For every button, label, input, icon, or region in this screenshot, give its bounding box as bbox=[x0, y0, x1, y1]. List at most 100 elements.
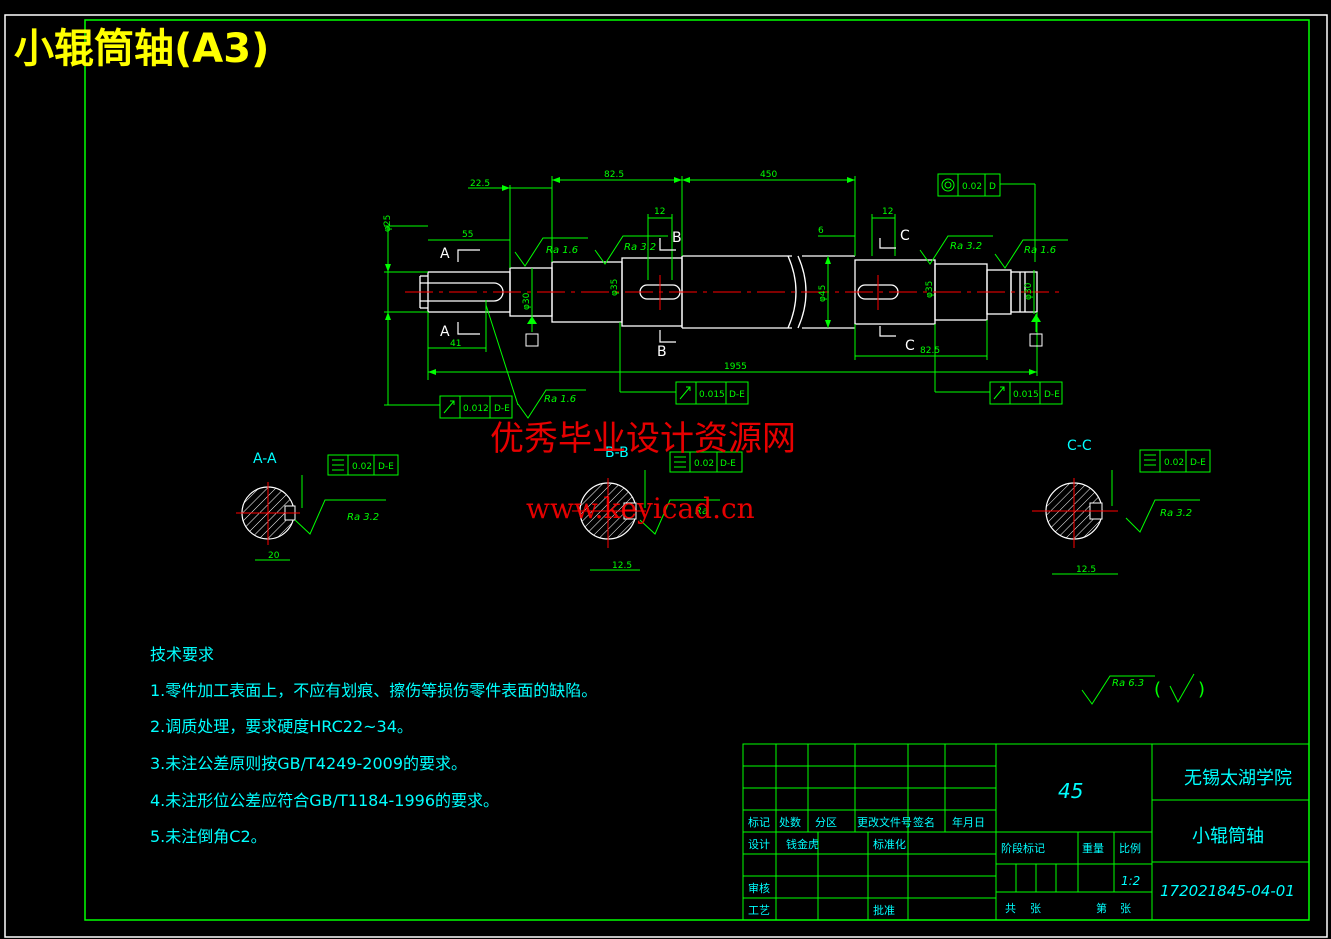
school-name: 无锡太湖学院 bbox=[1184, 768, 1292, 789]
svg-text:12: 12 bbox=[882, 207, 893, 217]
svg-text:12.5: 12.5 bbox=[612, 561, 632, 571]
svg-text:12.5: 12.5 bbox=[1076, 565, 1096, 575]
svg-text:φ30: φ30 bbox=[1024, 282, 1034, 300]
svg-text:签名: 签名 bbox=[913, 815, 935, 829]
svg-text:标记: 标记 bbox=[748, 815, 770, 829]
general-roughness-paren-open: ( bbox=[1154, 679, 1161, 700]
svg-text:B: B bbox=[657, 344, 667, 360]
section-letters: A A B B C C bbox=[440, 228, 915, 360]
tolerance-frames bbox=[439, 173, 1063, 419]
inner-border bbox=[84, 19, 1310, 921]
svg-text:Ra 3.2: Ra 3.2 bbox=[1160, 508, 1192, 519]
roughness-symbols bbox=[514, 235, 1195, 705]
svg-text:0.012: 0.012 bbox=[463, 404, 489, 414]
svg-text:D-E: D-E bbox=[1190, 458, 1206, 468]
svg-text:张: 张 bbox=[1030, 902, 1041, 915]
drawing-number: 172021845-04-01 bbox=[1160, 882, 1295, 900]
svg-text:钱金虎: 钱金虎 bbox=[786, 837, 819, 851]
svg-text:D-E: D-E bbox=[1044, 390, 1060, 400]
svg-text:55: 55 bbox=[462, 230, 473, 240]
title-block bbox=[742, 743, 1310, 921]
svg-text:φ35: φ35 bbox=[925, 281, 935, 298]
svg-text:D-E: D-E bbox=[378, 462, 394, 472]
section-roughness-texts: Ra 3.2 Ra Ra 3.2 bbox=[347, 506, 1192, 523]
dimension-lines bbox=[384, 176, 1038, 406]
svg-text:0.02: 0.02 bbox=[694, 459, 714, 469]
title-block-labels: 标记 处数 分区 更改文件号 签名 年月日 设计 钱金虎 标准化 审核 工艺 批… bbox=[748, 815, 1141, 917]
svg-text:22.5: 22.5 bbox=[470, 179, 490, 189]
svg-text:C-C: C-C bbox=[1067, 438, 1092, 454]
svg-text:φ30: φ30 bbox=[522, 292, 532, 310]
section-B bbox=[572, 451, 743, 571]
svg-text:Ra 1.6: Ra 1.6 bbox=[544, 394, 576, 405]
svg-text:D-E: D-E bbox=[720, 459, 736, 469]
part-name: 小辊筒轴 bbox=[1192, 826, 1264, 847]
dimension-arrows bbox=[385, 177, 1041, 375]
svg-text:6: 6 bbox=[818, 226, 824, 236]
svg-text:20: 20 bbox=[268, 551, 280, 561]
svg-text:A-A: A-A bbox=[253, 451, 277, 467]
svg-text:C: C bbox=[900, 228, 910, 244]
svg-text:Ra 6.3: Ra 6.3 bbox=[1112, 678, 1144, 689]
requirement-item: 5.未注倒角C2。 bbox=[150, 827, 267, 846]
datum-D-box bbox=[525, 333, 539, 347]
section-texts: A-A B-B C-C bbox=[253, 438, 1092, 467]
svg-text:重量: 重量 bbox=[1082, 841, 1104, 855]
svg-text:82.5: 82.5 bbox=[604, 170, 624, 180]
svg-text:Ra 3.2: Ra 3.2 bbox=[950, 241, 982, 252]
svg-text:0.015: 0.015 bbox=[1013, 390, 1039, 400]
svg-text:φ35: φ35 bbox=[610, 279, 620, 296]
datum-E-box bbox=[1029, 333, 1043, 347]
svg-text:更改文件号: 更改文件号 bbox=[857, 815, 912, 829]
svg-text:82.5: 82.5 bbox=[920, 346, 940, 356]
drawing-title: 小辊筒轴(A3) bbox=[14, 26, 269, 72]
requirement-item: 4.未注形位公差应符合GB/T1184-1996的要求。 bbox=[150, 791, 499, 810]
svg-text:φ45: φ45 bbox=[818, 285, 828, 302]
requirement-item: 1.零件加工表面上，不应有划痕、擦伤等损伤零件表面的缺陷。 bbox=[150, 681, 597, 700]
svg-text:共: 共 bbox=[1005, 902, 1016, 915]
svg-text:12: 12 bbox=[654, 207, 665, 217]
svg-text:阶段标记: 阶段标记 bbox=[1001, 841, 1045, 855]
svg-text:处数: 处数 bbox=[779, 816, 801, 829]
svg-text:0.02: 0.02 bbox=[1164, 458, 1184, 468]
svg-text:0.015: 0.015 bbox=[699, 390, 725, 400]
requirements-heading: 技术要求 bbox=[150, 645, 214, 664]
svg-text:年月日: 年月日 bbox=[952, 815, 985, 829]
dimension-texts: 22.5 82.5 450 55 41 1955 82.5 6 12 12 φ2… bbox=[383, 170, 1034, 372]
requirement-item: 2.调质处理，要求硬度HRC22~34。 bbox=[150, 717, 413, 736]
svg-text:A: A bbox=[440, 324, 450, 340]
svg-text:A: A bbox=[440, 246, 450, 262]
section-cut-markers bbox=[457, 238, 896, 343]
technical-requirements: 技术要求 1.零件加工表面上，不应有划痕、擦伤等损伤零件表面的缺陷。 2.调质处… bbox=[150, 645, 597, 846]
svg-text:张: 张 bbox=[1120, 902, 1131, 915]
section-A bbox=[236, 454, 399, 561]
section-C bbox=[1032, 449, 1211, 575]
svg-text:第: 第 bbox=[1096, 901, 1107, 915]
svg-text:设计: 设计 bbox=[748, 838, 770, 851]
general-roughness-paren-close: ) bbox=[1198, 679, 1205, 700]
svg-text:41: 41 bbox=[450, 339, 461, 349]
svg-text:Ra 1.6: Ra 1.6 bbox=[1024, 245, 1056, 256]
svg-text:标准化: 标准化 bbox=[873, 837, 906, 851]
scale-value: 1:2 bbox=[1121, 874, 1140, 888]
svg-text:Ra 3.2: Ra 3.2 bbox=[624, 242, 656, 253]
svg-text:C: C bbox=[905, 338, 915, 354]
svg-text:450: 450 bbox=[760, 170, 777, 180]
svg-text:比例: 比例 bbox=[1119, 841, 1141, 855]
watermark-line1: 优秀毕业设计资源网 bbox=[490, 419, 796, 459]
svg-text:Ra 1.6: Ra 1.6 bbox=[546, 245, 578, 256]
material-value: 45 bbox=[1058, 779, 1083, 803]
svg-text:B-B: B-B bbox=[605, 445, 629, 461]
svg-text:分区: 分区 bbox=[815, 816, 837, 829]
svg-text:φ25: φ25 bbox=[383, 215, 393, 232]
svg-text:Ra: Ra bbox=[695, 506, 708, 517]
svg-text:0.02: 0.02 bbox=[962, 182, 982, 192]
svg-text:D-E: D-E bbox=[729, 390, 745, 400]
roughness-texts: Ra 1.6 Ra 3.2 Ra 3.2 Ra 1.6 Ra 1.6 Ra 6.… bbox=[544, 241, 1144, 689]
svg-text:0.02: 0.02 bbox=[352, 462, 372, 472]
section-tolerance-texts: 0.02 D-E 0.02 D-E 0.02 D-E 20 12.5 12.5 bbox=[268, 458, 1206, 575]
svg-text:D: D bbox=[989, 182, 996, 192]
svg-text:B: B bbox=[672, 230, 682, 246]
